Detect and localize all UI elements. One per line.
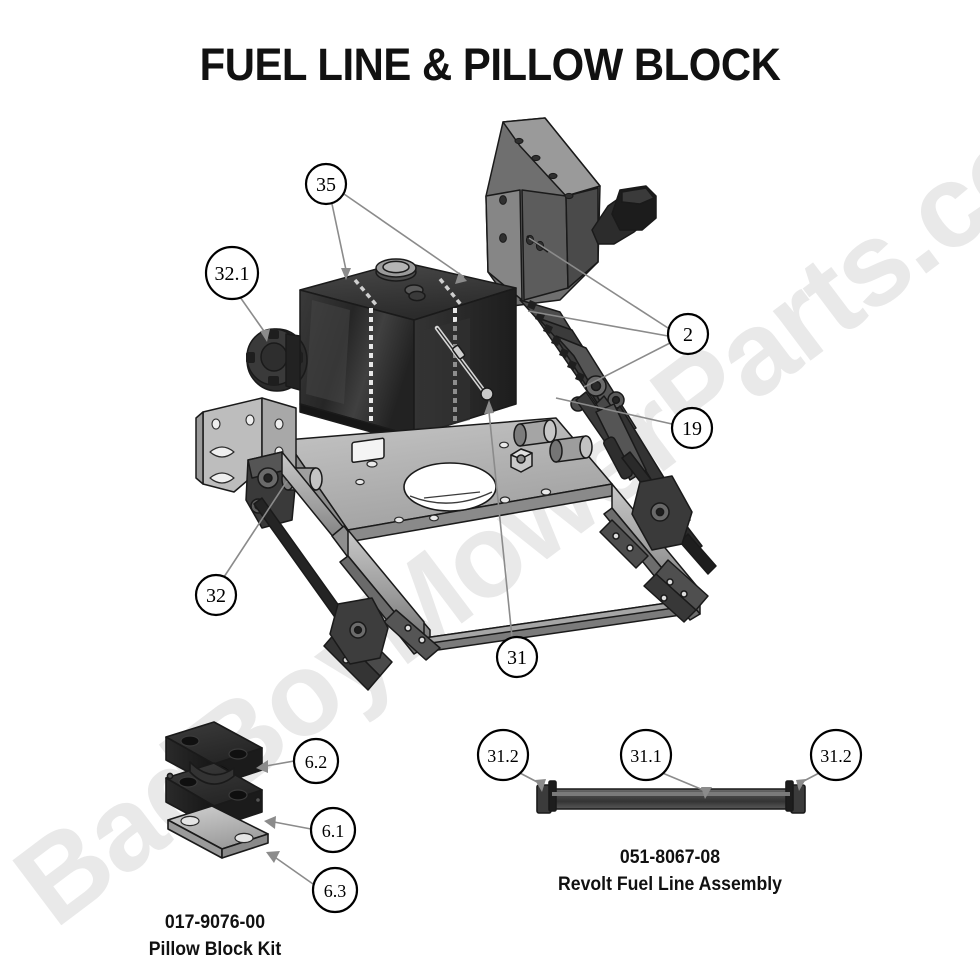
fuel-line-caption: 051-8067-08 Revolt Fuel Line Assembly	[558, 845, 783, 894]
arrowhead-icon	[455, 272, 467, 284]
arrowhead-icon	[701, 787, 712, 799]
callout-label: 2	[683, 324, 693, 346]
callout-31[interactable]: 31	[484, 400, 539, 679]
leader-line	[273, 821, 312, 830]
leader-line	[583, 342, 671, 388]
callout-32-1[interactable]: 32.1	[204, 245, 270, 342]
callout-circle[interactable]	[495, 635, 539, 679]
callout-6-3[interactable]: 6.3	[266, 851, 359, 914]
callout-circle[interactable]	[304, 162, 348, 206]
callout-32[interactable]: 32	[194, 480, 288, 617]
callout-circle[interactable]	[311, 866, 359, 914]
hex-boss	[510, 448, 533, 473]
callout-circle[interactable]	[309, 806, 357, 854]
arrowhead-icon	[260, 329, 270, 342]
callout-circle[interactable]	[476, 728, 530, 782]
leader-line	[659, 771, 709, 793]
callout-2[interactable]: 2	[527, 237, 710, 388]
callout-circle[interactable]	[194, 573, 238, 617]
callout-circle[interactable]	[809, 728, 863, 782]
fuel-line-on-tank	[434, 325, 494, 401]
callout-circle[interactable]	[204, 245, 260, 301]
fuel-line-artwork	[536, 780, 806, 814]
callout-label: 6.1	[322, 821, 345, 841]
pillow-block-caption: 017-9076-00 Pillow Block Kit	[149, 910, 281, 959]
callout-label: 31	[507, 647, 527, 669]
right-bushings	[513, 419, 593, 463]
callout-circle[interactable]	[666, 312, 710, 356]
callout-31-1[interactable]: 31.1	[619, 728, 712, 799]
fuel-line-part-number: 051-8067-08	[620, 845, 720, 867]
frame-foot-mid	[383, 609, 441, 661]
pillow-block-shim	[167, 805, 269, 859]
callout-label: 32.1	[215, 263, 250, 285]
seat-latch-handle	[591, 185, 657, 245]
callout-31-2-right[interactable]: 31.2	[796, 728, 863, 791]
pillow-block-artwork	[165, 721, 269, 859]
frame-foot-right	[643, 559, 709, 623]
callout-label: 6.3	[324, 881, 347, 901]
pillow-block-name: Pillow Block Kit	[149, 937, 281, 959]
callout-circle[interactable]	[619, 728, 673, 782]
pillow-block-part-number: 017-9076-00	[165, 910, 265, 932]
callout-label: 35	[316, 174, 336, 196]
arrowhead-icon	[341, 268, 351, 280]
callout-label: 31.2	[487, 746, 519, 766]
callout-label: 32	[206, 585, 226, 607]
callout-19[interactable]: 19	[555, 397, 714, 450]
main-assembly-artwork	[195, 117, 717, 691]
arrowhead-icon	[796, 779, 806, 791]
callout-circle[interactable]	[292, 737, 340, 785]
leader-line	[343, 193, 465, 278]
arrowhead-icon	[484, 400, 494, 414]
arrowhead-icon	[535, 779, 546, 792]
callout-label: 19	[682, 418, 702, 440]
leader-line	[528, 237, 669, 329]
callout-label: 31.2	[820, 746, 852, 766]
leader-line	[488, 411, 513, 638]
leader-line	[265, 760, 295, 767]
seat-back-bracket	[485, 117, 601, 307]
right-lower-linkage	[631, 475, 693, 551]
callout-label: 6.2	[305, 752, 328, 772]
leader-line	[275, 857, 314, 885]
fuel-line-name: Revolt Fuel Line Assembly	[558, 872, 783, 894]
leader-line	[527, 310, 669, 337]
callout-31-2-left[interactable]: 31.2	[476, 728, 546, 792]
leader-line	[223, 480, 288, 578]
leader-line	[239, 296, 267, 335]
callout-35[interactable]: 35	[304, 162, 467, 284]
callout-label: 31.1	[630, 746, 662, 766]
callout-circle[interactable]	[670, 406, 714, 450]
arrowhead-icon	[266, 851, 280, 863]
page-title: FUEL LINE & PILLOW BLOCK	[200, 41, 781, 91]
arrowhead-icon	[256, 760, 268, 773]
fuel-cap-knob	[246, 328, 308, 392]
leader-line	[555, 397, 673, 425]
frame-foot-rear	[599, 519, 649, 569]
callout-6-1[interactable]: 6.1	[264, 806, 357, 854]
leader-line	[331, 203, 347, 271]
callout-6-2[interactable]: 6.2	[256, 737, 340, 785]
arrowhead-icon	[264, 816, 276, 829]
left-lower-hinge	[329, 597, 389, 665]
